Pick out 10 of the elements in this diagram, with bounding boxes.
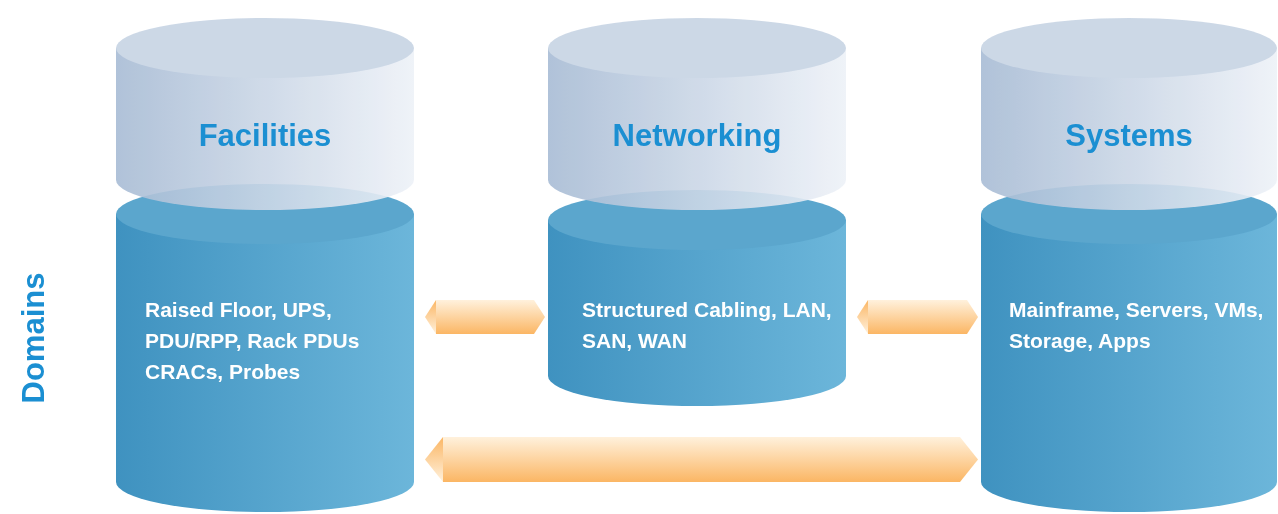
cylinder-text: Raised Floor, UPS, PDU/RPP, Rack PDUs CRACs, Probes	[145, 297, 361, 385]
cylinder-heading: Networking	[611, 118, 783, 154]
side-label: Domains	[16, 272, 52, 404]
cylinder-heading: Facilities	[197, 118, 333, 154]
cylinder-text: Mainframe, Servers, VMs, Storage, Apps	[1009, 297, 1265, 354]
double-arrow	[425, 300, 545, 334]
double-arrow	[857, 300, 978, 334]
double-arrow	[425, 437, 978, 482]
cylinder-heading: Systems	[1064, 118, 1194, 154]
cylinder-text: Structured Cabling, LAN, SAN, WAN	[582, 297, 833, 354]
